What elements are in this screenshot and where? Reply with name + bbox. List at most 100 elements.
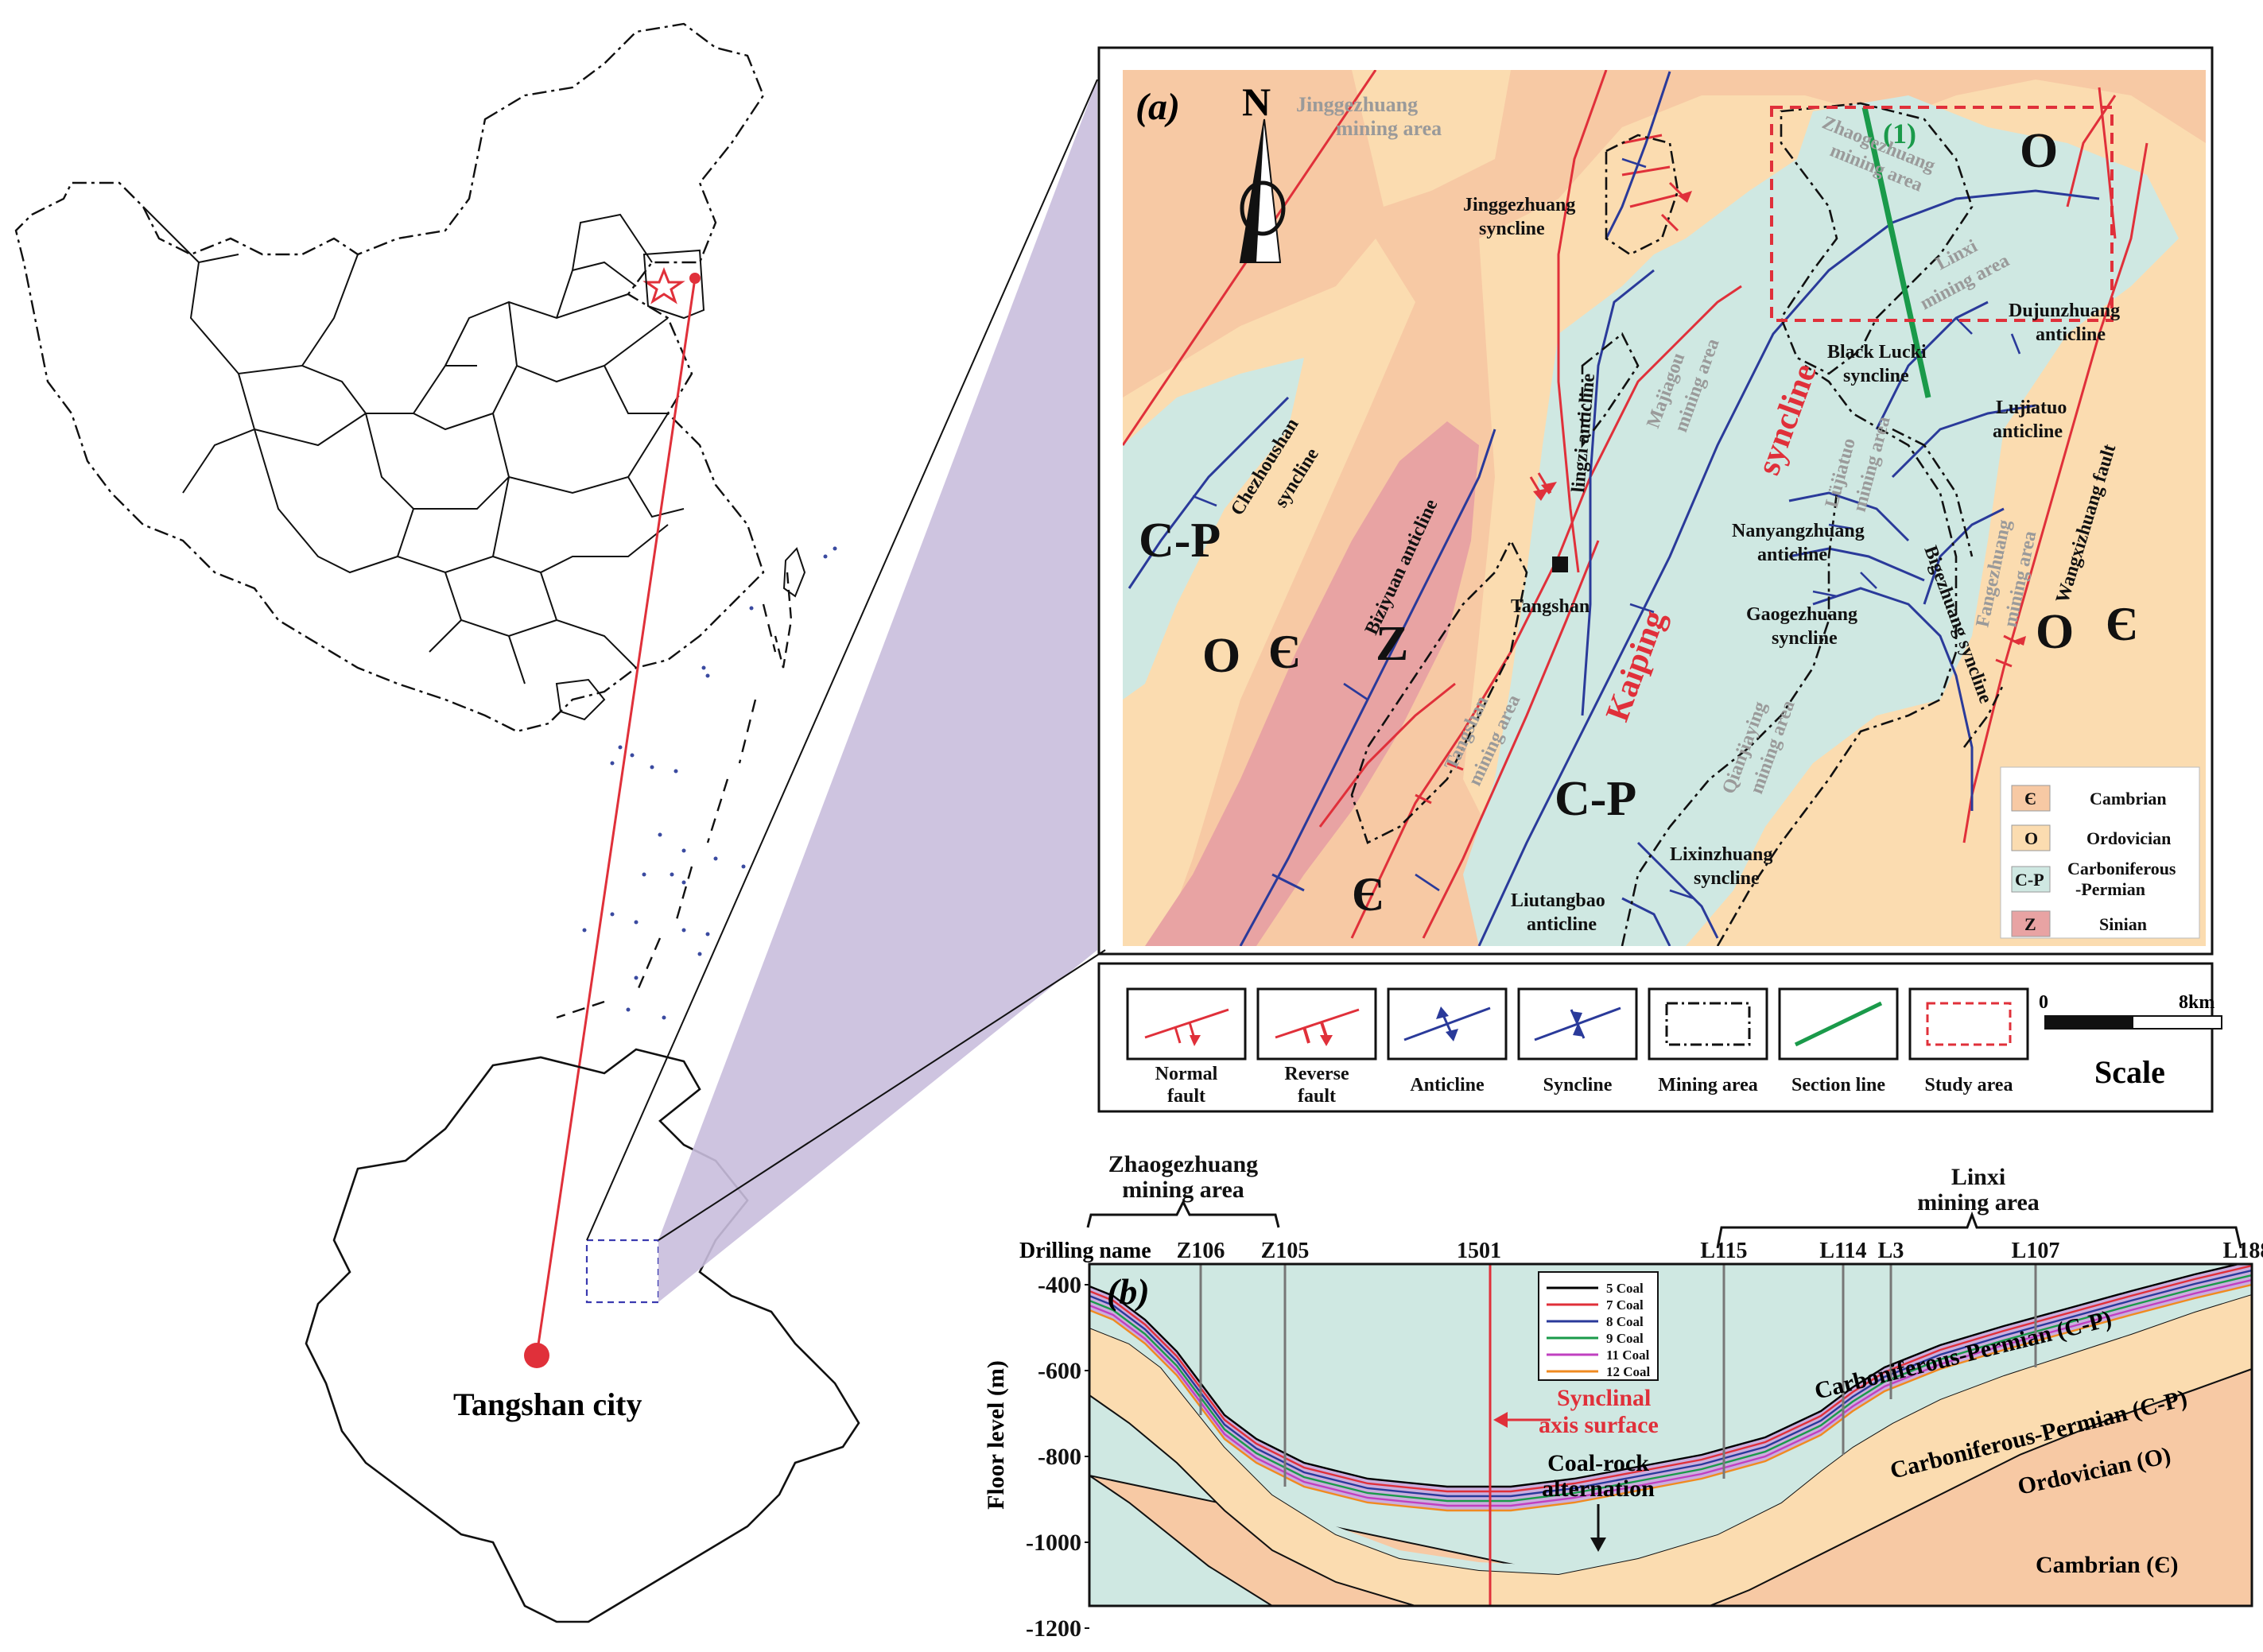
unit-label-o-ne: O [2020,124,2058,178]
legend-mining: Mining area [1658,1075,1758,1096]
china-map [14,22,806,1019]
legend-section: Section line [1791,1075,1885,1096]
mining-area-braces [1086,1199,2242,1249]
y-axis-label: Floor level (m) [983,1360,1009,1510]
study-area-box [1770,106,2114,322]
legend-syncline: Syncline [1543,1075,1613,1096]
map-structures [1123,70,2148,946]
symbol-legend-labels: Normal fault Reverse fault Anticline Syn… [1155,1064,2013,1107]
section-frame [1088,1262,2253,1607]
legend-swatch-sinian [2011,910,2051,937]
well-label: L107 [2012,1239,2060,1263]
coal-legend-label: 8 Coal [1606,1314,1644,1329]
legend-normal-2: fault [1167,1086,1205,1107]
scale-start: 0 [2039,992,2048,1013]
legend-name-ordovician: Ordovician [2086,828,2171,848]
cambrian-label: Cambrian (Є) [2036,1552,2179,1578]
legend-name-cambrian: Cambrian [2090,789,2167,809]
label-liutangbao-2: anticline [1527,914,1597,935]
well-lines [1199,1264,2037,1487]
tangshan-city-label: Tangshan city [453,1386,642,1422]
label-nanyangzhuang-2: anticline [1757,545,1827,565]
scale-label: Scale [2094,1054,2165,1090]
coal-seam-line [1089,1269,2252,1498]
unit-label-o-east: O [2036,605,2074,659]
location-line [535,277,697,1356]
unit-label-z: Z [1376,617,1408,671]
y-tick-label: -1200 [1026,1615,1081,1642]
coal-rock-arrow-icon [1590,1504,1606,1552]
label-lujiatuo-ant: Lujiatuo [1996,397,2067,418]
section-line [1861,107,1931,398]
scale-bar: 0 8km Scale [2039,992,2222,1090]
synclinal-arrow-icon [1493,1412,1551,1428]
symbol-legend-frame [1097,962,2214,1113]
y-tick-label: -1000 [1026,1530,1081,1556]
coal-seams [1089,1264,2252,1512]
label-linxi-area-b: Linxi [1951,1164,2005,1190]
label-dujunzhuang: Dujunzhuang [2009,301,2120,321]
well-label: Z106 [1177,1239,1225,1263]
synclinal-label-2: axis surface [1539,1412,1659,1438]
label-lujiatuo-ant-2: anticline [1993,421,2063,442]
well-label: Z105 [1261,1239,1310,1263]
beijing-box [642,249,705,320]
legend-sym-sinian: Z [2024,914,2036,934]
label-zhaogezhuang-area-b-2: mining area [1122,1177,1244,1203]
china-outline [14,22,765,733]
legend-name-cp-2: -Permian [2075,879,2145,899]
north-label: N [1242,79,1271,124]
unit-label-cp-center: C-P [1555,772,1636,826]
legend-swatch-ordovician [2011,824,2051,851]
north-arrow-icon [1239,118,1286,263]
legend-reverse-1: Reverse [1284,1064,1349,1084]
coal-rock-label: Coal-rock [1547,1450,1649,1476]
label-tangshan: Tangshan [1511,596,1590,617]
legend-swatch-cambrian [2011,785,2051,812]
taiwan [782,547,806,598]
coal-legend-label: 9 Coal [1606,1331,1644,1346]
legend-sym-cambrian: Є [2024,789,2036,809]
unit-label-cp-west: C-P [1139,514,1221,568]
synclinal-label: Synclinal [1557,1385,1651,1411]
unit-label-o-west: O [1202,629,1240,683]
coal-seam-line [1089,1274,2252,1503]
section-marker-label: (1) [1883,118,1916,149]
coal-legend-label: 12 Coal [1606,1364,1651,1379]
label-black-luck: Black Lucki [1827,342,1927,363]
normal-fault-symbol [1144,1008,1229,1039]
sinian-core [1145,421,1479,946]
mining-area-outlines [1350,102,2005,946]
label-linxi-area-b-2: mining area [1917,1189,2040,1216]
zoom-edge-top [586,79,1098,1241]
coal-legend-label: 5 Coal [1606,1281,1644,1296]
coal-legend-box [1538,1271,1659,1381]
coal-rock-label-2: alternation [1542,1476,1655,1502]
unit-legend: Є O C-P Z Cambrian Ordovician Carbonifer… [2000,766,2200,939]
y-tick-label: -400 [1038,1272,1081,1298]
label-dujunzhuang-2: anticline [2036,324,2106,345]
beijing-star-icon [642,266,685,304]
well-label: L114 [1819,1239,1866,1263]
well-labels: Z106Z1051501L115L114L3L107L188 [1177,1239,2263,1263]
tangshan-city-dot [524,1343,549,1368]
legend-anticline: Anticline [1410,1075,1485,1096]
unit-label-cam-east: Є [2106,598,2138,650]
label-jinggezhuang-syn-2: syncline [1479,219,1545,239]
cp-west [1123,358,1304,700]
label-zhaogezhuang-area-b: Zhaogezhuang [1108,1151,1258,1177]
coal-seam-line [1089,1278,2252,1507]
panel-b-label: (b) [1107,1271,1150,1312]
panel-a-outer-frame [1097,46,2214,956]
coal-seam-line [1089,1283,2252,1512]
legend-swatch-cp [2011,866,2051,893]
legend-study: Study area [1925,1075,2013,1096]
hainan [555,678,606,721]
ordovician-north [1352,70,1511,207]
y-axis-ticks: -400-600-800-1000-1200-1400 [1026,1272,1089,1642]
label-liutangbao: Liutangbao [1511,890,1605,911]
study-area-box-small [585,1239,660,1304]
label-jinggezhuang-syn: Jinggezhuang [1463,195,1575,215]
